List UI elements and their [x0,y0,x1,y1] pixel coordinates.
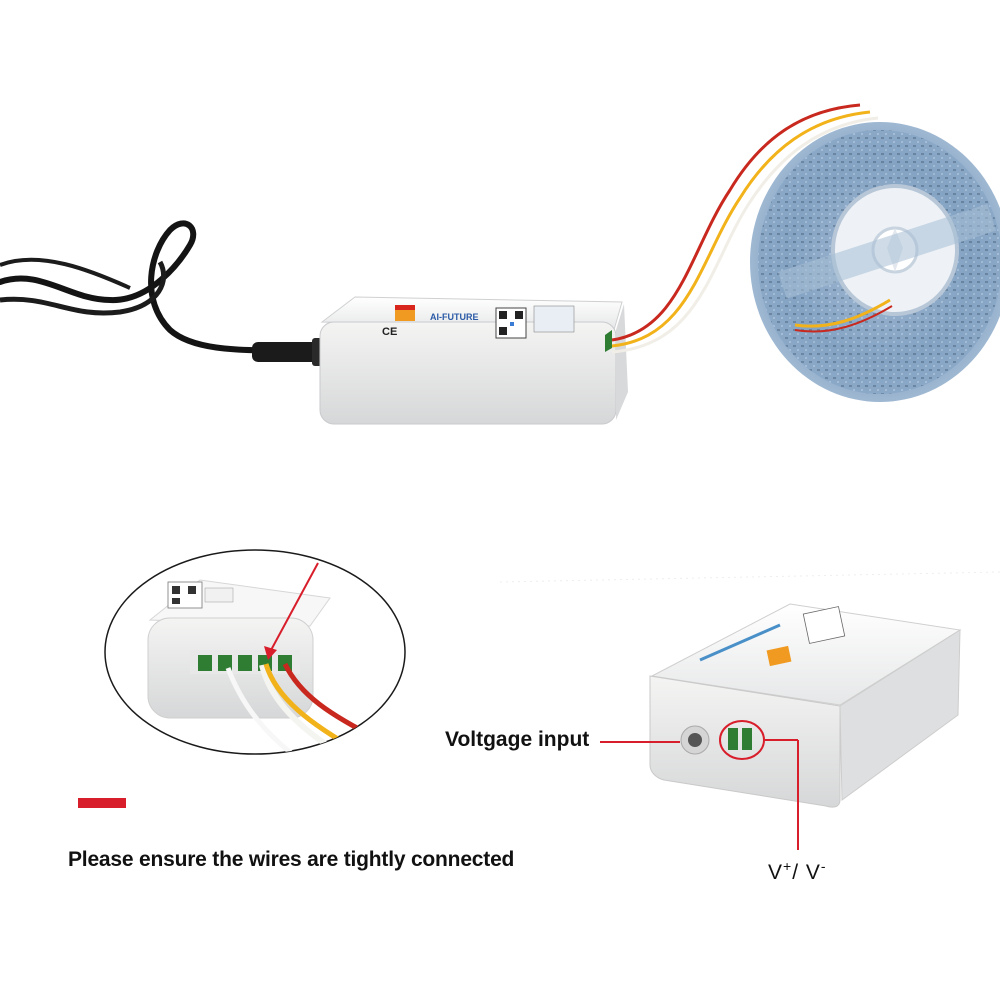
voltage-input-label: Voltgage input [445,728,590,751]
vplus-sup: + [783,858,793,874]
controller-box-top: AI-FUTURE CE [319,296,628,425]
accent-bar [78,798,126,808]
dc-input-jack [680,725,710,755]
separator-text: / V [792,861,821,884]
terminal-block [190,650,300,674]
wire-connection-zoom [104,549,406,755]
brand-text: AI-FUTURE [430,312,479,322]
controller-box-bottom [649,603,962,808]
wire-instruction-text: Please ensure the wires are tightly conn… [68,848,515,871]
vminus-sup: - [820,858,827,874]
separator-line [499,571,1000,583]
pointer-arrow [269,562,319,653]
led-strip-reel [750,122,1000,402]
qr-code [495,307,527,339]
vplus-text: V [768,861,784,884]
led-strip-wires [611,103,879,354]
callout-lines [600,739,799,850]
polarity-label: V+/ V- [768,858,827,885]
qr-sticker [167,581,234,609]
power-cable [0,220,326,366]
cert-marks: CE [382,326,397,338]
